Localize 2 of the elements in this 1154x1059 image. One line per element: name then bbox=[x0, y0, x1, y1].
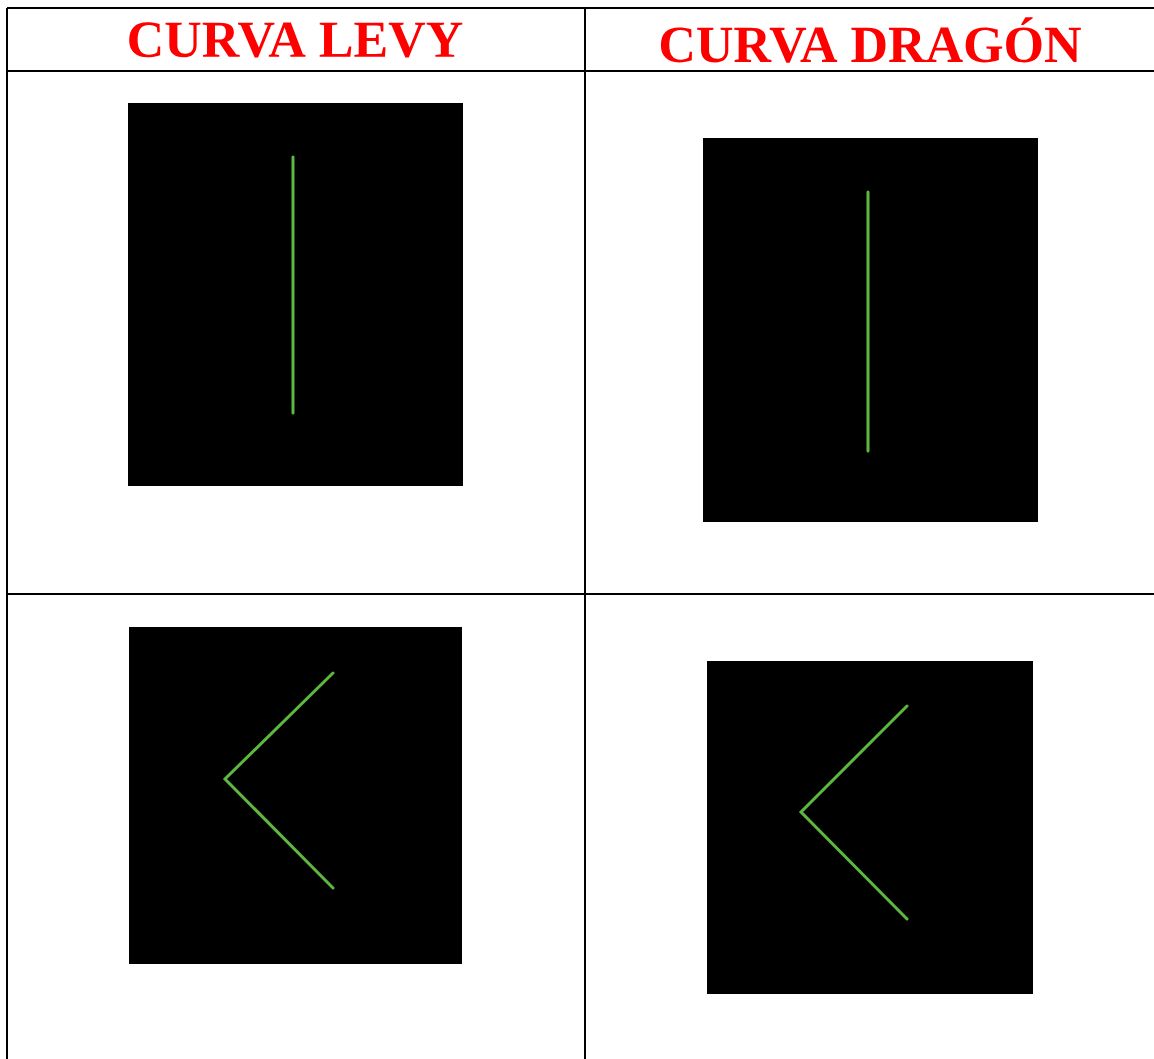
column-header: CURVA LEVY bbox=[129, 22, 463, 58]
column-header: CURVA DRAGÓN bbox=[660, 17, 1081, 63]
